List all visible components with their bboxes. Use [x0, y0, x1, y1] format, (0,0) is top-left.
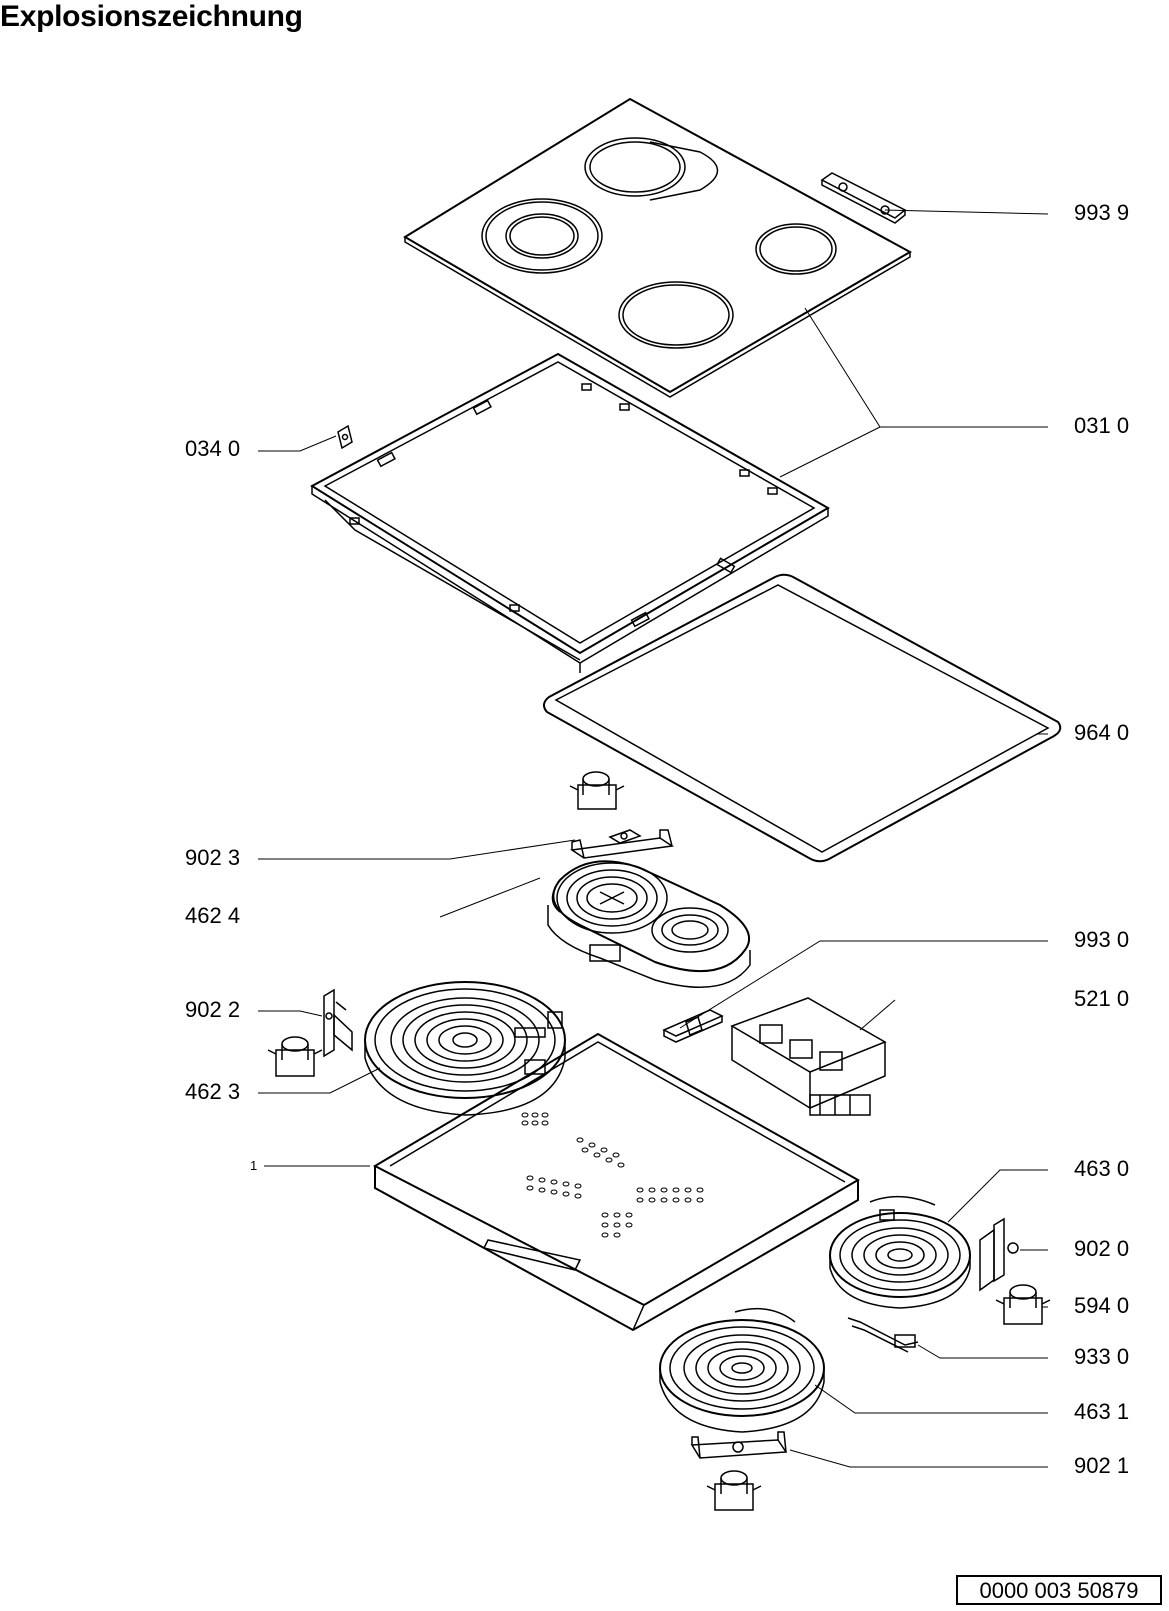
label-521-0: 521 0	[1074, 986, 1130, 1011]
base-tray	[375, 1034, 858, 1330]
label-034-0: 034 0	[185, 436, 241, 461]
label-902-2: 902 2	[185, 997, 241, 1022]
label-993-9: 993 9	[1074, 200, 1130, 225]
label-462-3: 462 3	[185, 1079, 241, 1104]
seal	[544, 575, 1060, 862]
label-902-1: 902 1	[1074, 1453, 1130, 1478]
page-title: Explosionszeichnung	[0, 0, 303, 33]
label-463-1: 463 1	[1074, 1399, 1130, 1424]
regulator-right	[996, 1285, 1050, 1324]
regulator-top	[570, 772, 624, 809]
glass-top-connector	[822, 173, 905, 223]
connector-bracket	[664, 1010, 722, 1042]
clip	[338, 426, 352, 448]
holder-bracket-front-left	[324, 990, 352, 1056]
terminal-block	[732, 998, 885, 1115]
heater-front-left	[365, 982, 565, 1115]
heater-oval	[548, 861, 750, 987]
heater-front-right	[660, 1309, 824, 1432]
label-594-0: 594 0	[1074, 1293, 1130, 1318]
label-1: 1	[250, 1158, 258, 1173]
label-964-0: 964 0	[1074, 720, 1130, 745]
leader-lines	[258, 210, 1048, 1467]
label-933-0: 933 0	[1074, 1344, 1130, 1369]
label-902-3: 902 3	[185, 845, 241, 870]
label-902-0: 902 0	[1074, 1236, 1130, 1261]
label-993-0: 993 0	[1074, 927, 1130, 952]
heater-rear-right	[830, 1197, 970, 1308]
regulator-left	[268, 1037, 322, 1076]
document-number-box: 0000 003 50879	[956, 1575, 1162, 1605]
holder-bracket-rear-right	[980, 1219, 1018, 1290]
label-463-0: 463 0	[1074, 1156, 1130, 1181]
holder-bracket-rear-left	[572, 830, 672, 858]
glass-top-panel	[405, 99, 910, 397]
label-031-0: 031 0	[1074, 413, 1130, 438]
sensor	[848, 1318, 918, 1352]
holder-bracket-front-right	[692, 1432, 786, 1458]
label-462-4: 462 4	[185, 903, 241, 928]
frame	[312, 354, 828, 673]
regulator-bottom	[707, 1471, 761, 1510]
